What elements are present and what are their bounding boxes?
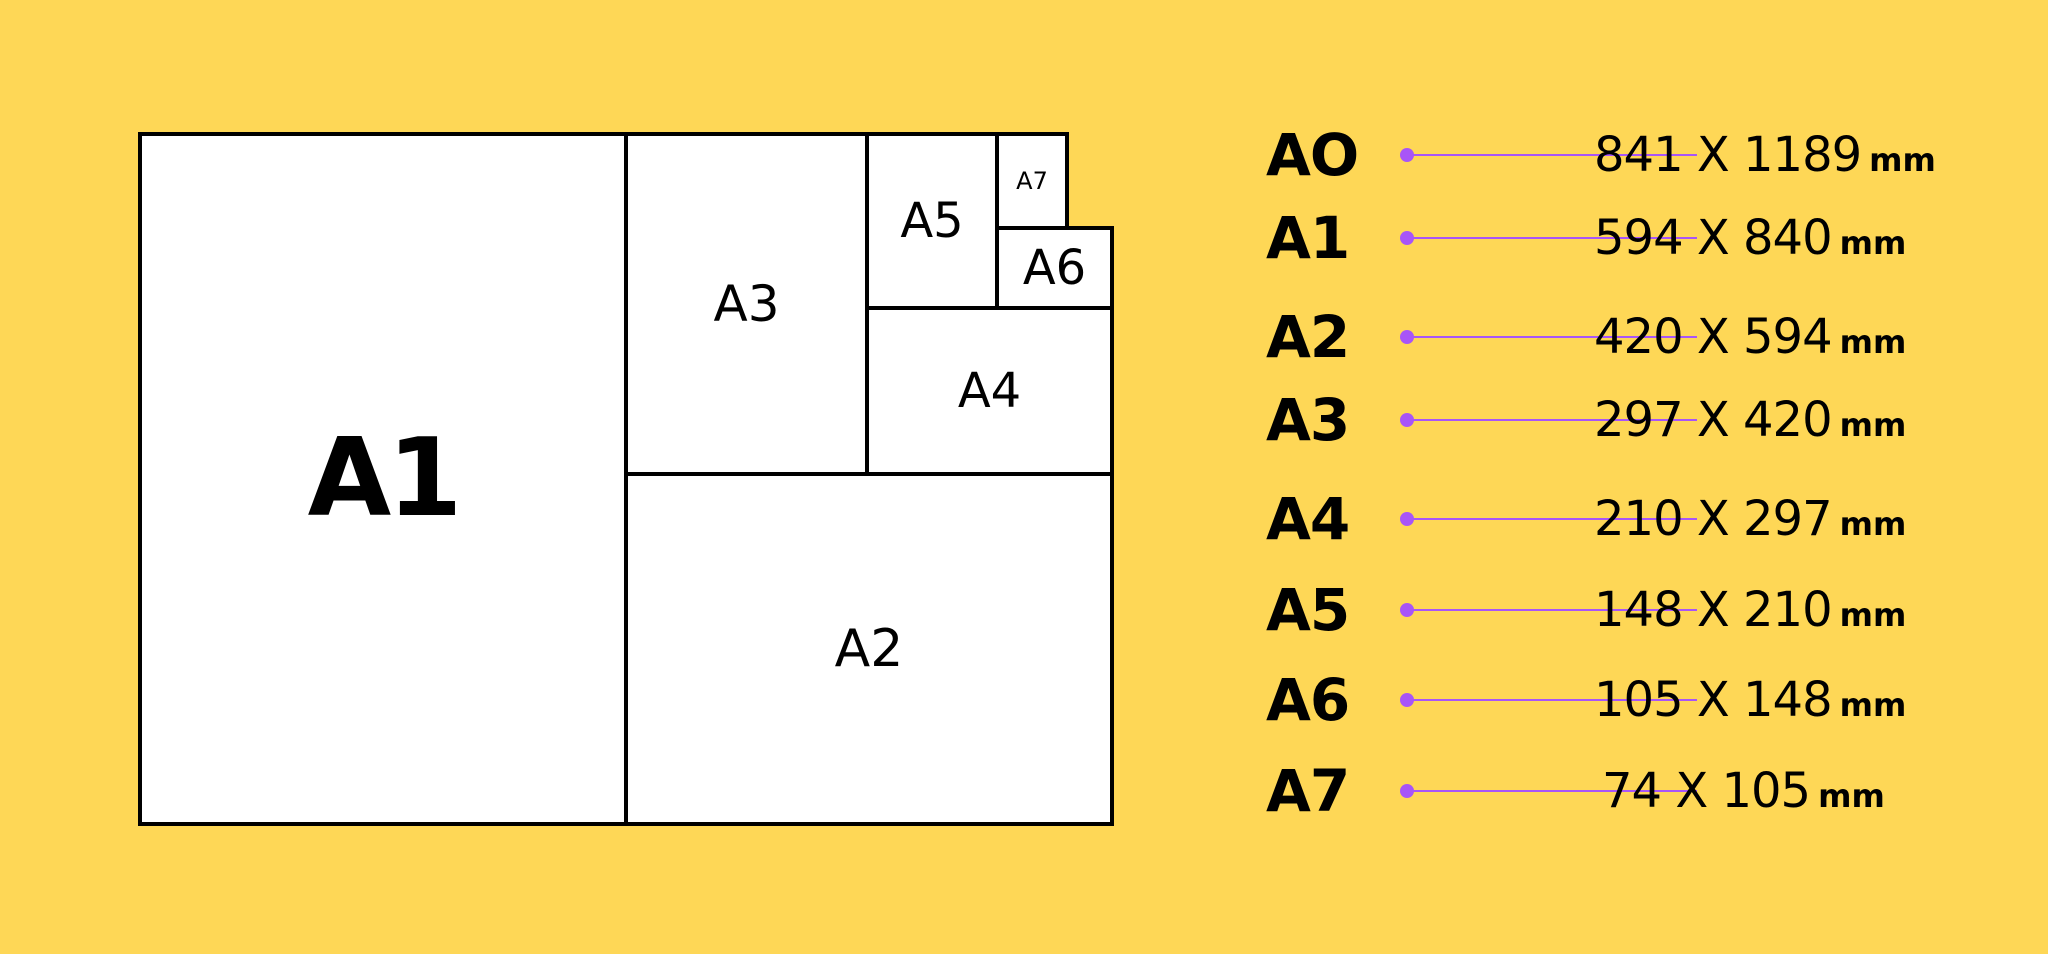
size-unit: mm bbox=[1839, 505, 1907, 543]
size-unit: mm bbox=[1839, 406, 1907, 444]
size-name: A7 bbox=[1266, 757, 1350, 825]
size-dimensions: 74 X 105 bbox=[1602, 763, 1811, 819]
sheet-a4-label: A4 bbox=[957, 363, 1022, 419]
size-name: A5 bbox=[1266, 576, 1350, 644]
size-dimensions: 210 X 297 bbox=[1594, 491, 1833, 547]
sheet-a2-label: A2 bbox=[834, 619, 904, 679]
size-dimensions: 420 X 594 bbox=[1594, 309, 1833, 365]
size-unit: mm bbox=[1839, 686, 1907, 724]
sheet-a5: A5 bbox=[865, 132, 999, 310]
sheet-a4: A4 bbox=[865, 306, 1114, 476]
sheet-a7: A7 bbox=[995, 132, 1069, 230]
size-unit: mm bbox=[1839, 323, 1907, 361]
sheet-a6-label: A6 bbox=[1022, 240, 1087, 296]
sheet-a1-label: A1 bbox=[307, 416, 463, 541]
sheet-a7-label: A7 bbox=[1016, 167, 1048, 195]
size-unit: mm bbox=[1839, 224, 1907, 262]
size-unit: mm bbox=[1839, 596, 1907, 634]
size-dimensions: 594 X 840 bbox=[1594, 210, 1833, 266]
size-dimensions: 105 X 148 bbox=[1594, 672, 1833, 728]
size-name: A2 bbox=[1266, 303, 1350, 371]
size-dimensions: 841 X 1189 bbox=[1594, 127, 1862, 183]
sheet-a2: A2 bbox=[624, 472, 1114, 826]
sheet-a1: A1 bbox=[138, 132, 628, 826]
sheet-a6: A6 bbox=[995, 226, 1114, 310]
sheet-a5-label: A5 bbox=[900, 193, 964, 249]
size-name: A6 bbox=[1266, 666, 1350, 734]
size-name: A1 bbox=[1266, 204, 1350, 272]
size-unit: mm bbox=[1818, 777, 1885, 815]
sheet-a3-label: A3 bbox=[713, 275, 780, 333]
size-name: AO bbox=[1266, 121, 1359, 189]
size-dimensions: 297 X 420 bbox=[1594, 392, 1833, 448]
size-dimensions: 148 X 210 bbox=[1594, 582, 1833, 638]
size-name: A4 bbox=[1266, 485, 1350, 553]
size-name: A3 bbox=[1266, 386, 1350, 454]
size-unit: mm bbox=[1869, 141, 1936, 179]
